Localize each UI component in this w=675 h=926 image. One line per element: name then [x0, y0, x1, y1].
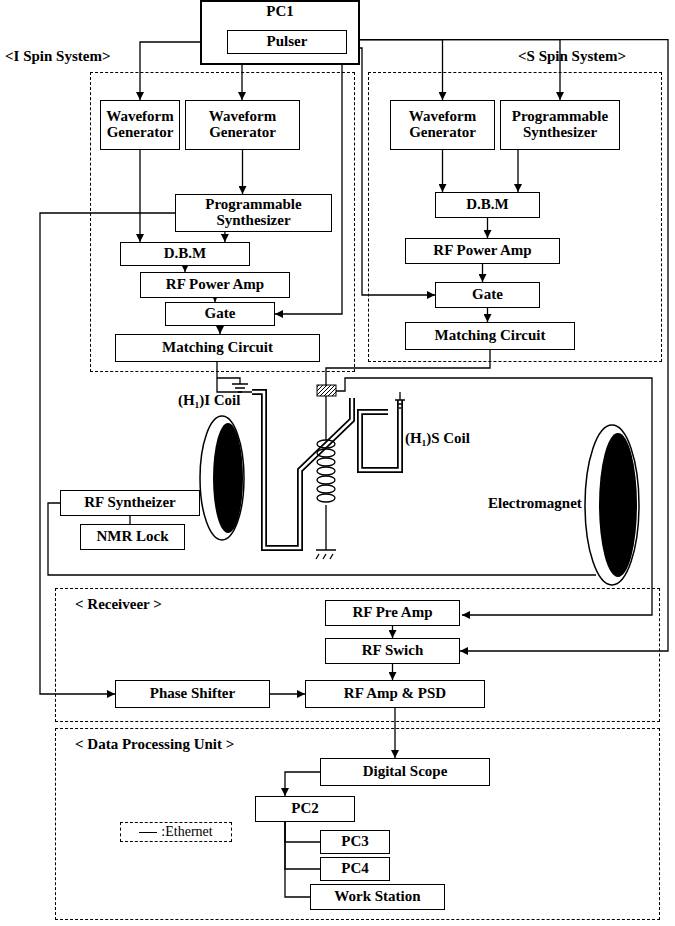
waveform-generator-box: Waveform Generator: [390, 100, 495, 150]
synthesizer-box: Programmable Synthesizer: [175, 194, 332, 232]
receiver-region: < Receiveer > RF Pre Amp RF SwichPhase Shi…: [55, 588, 660, 722]
spin-system-region: <I Spin System>Waveform GeneratorWavefor…: [90, 72, 355, 372]
signal-connector: [285, 772, 320, 796]
signal-wire: [336, 378, 652, 615]
region-heading: < Data Processing Unit >: [75, 736, 234, 753]
ground-symbol: [232, 384, 248, 392]
signal-connector: [242, 150, 243, 194]
signal-connector: [517, 150, 518, 192]
box-label: D.B.M: [164, 246, 207, 262]
scope-box: Digital Scope: [320, 758, 490, 786]
preamp-box: RF Pre Amp: [325, 600, 460, 626]
signal-connector: [392, 626, 393, 638]
box-label: PC3: [341, 834, 369, 850]
gate-box: Gate: [435, 282, 540, 308]
box-label: RF Syntheizer: [84, 495, 176, 511]
signal-connector: [442, 150, 443, 192]
box-label: PC2: [291, 801, 319, 817]
box-label: Waveform Generator: [394, 109, 491, 141]
mixer-box: D.B.M: [120, 242, 250, 266]
gate-box: Gate: [165, 302, 275, 326]
wire: [217, 378, 240, 384]
box-label: Phase Shifter: [150, 686, 235, 702]
box-label: Digital Scope: [363, 764, 448, 780]
coils: [200, 385, 639, 585]
signal-connector: [219, 326, 220, 334]
wire: [217, 362, 252, 392]
signal-connector: [285, 822, 320, 869]
box-label: Matching Circuit: [435, 328, 546, 344]
signal-connector: [347, 40, 443, 100]
matching-box: Matching Circuit: [405, 322, 575, 350]
box-label: Programmable Synthesizer: [179, 197, 328, 229]
signal-connector: [285, 822, 320, 842]
signal-connector: [487, 308, 488, 322]
region-heading: <I Spin System>: [5, 48, 110, 65]
signal-connector: [487, 218, 488, 238]
box-label: NMR Lock: [96, 529, 168, 545]
wire: [326, 350, 490, 386]
lock-box: NMR Lock: [80, 524, 185, 550]
box-label: Gate: [205, 306, 236, 322]
box-label: Waveform Generator: [189, 109, 296, 141]
synthesizer-box: RF Syntheizer: [60, 490, 200, 516]
box-label: Programmable Synthesizer: [504, 109, 616, 141]
part-label: Electromagnet: [488, 495, 582, 512]
waveform-generator-box: Waveform Generator: [100, 100, 180, 150]
signal-connector: [285, 822, 310, 897]
waveform-generator-box: Waveform Generator: [185, 100, 300, 150]
computer-box: PC3: [320, 830, 390, 854]
box-label: RF Swich: [362, 643, 424, 659]
region-heading: PC1: [202, 3, 358, 20]
computer-box: PC1Pulser: [200, 0, 360, 65]
box-label: Pulser: [267, 34, 308, 50]
box-label: RF Pre Amp: [353, 605, 433, 621]
box-label: RF Power Amp: [166, 277, 264, 293]
computer-box: PC2: [255, 796, 355, 822]
signal-connector: [270, 693, 305, 694]
box-label: Matching Circuit: [162, 340, 273, 356]
box-label: RF Amp & PSD: [344, 686, 446, 702]
switch-box: RF Swich: [325, 638, 460, 664]
box-label: Waveform Generator: [104, 109, 176, 141]
workstation-box: Work Station: [310, 884, 445, 910]
box-label: Work Station: [334, 889, 420, 905]
box-label: PC4: [341, 861, 369, 877]
region-heading: <S Spin System>: [518, 48, 626, 65]
signal-connector: [392, 664, 393, 680]
computer-box: PC4: [320, 857, 390, 881]
legend-box: :Ethernet: [120, 822, 232, 842]
box-label: D.B.M: [466, 197, 509, 213]
region-heading: < Receiveer >: [75, 596, 162, 613]
mixer-box: D.B.M: [435, 192, 540, 218]
signal-connector: [139, 150, 140, 242]
phase-shifter-box: Phase Shifter: [115, 680, 270, 708]
amplifier-box: RF Power Amp: [140, 272, 290, 298]
synthesizer-box: Programmable Synthesizer: [500, 100, 620, 150]
signal-connector: [129, 516, 130, 524]
box-label: RF Power Amp: [433, 243, 531, 259]
data-unit-region: < Data Processing Unit > Digital ScopePC2…: [55, 728, 660, 920]
signal-connector: [482, 264, 483, 282]
signal-connector: [347, 40, 668, 651]
amplifier-box: RF Power Amp: [405, 238, 560, 264]
wires: [48, 350, 652, 615]
pulser-box: Pulser: [227, 30, 347, 54]
matching-box: Matching Circuit: [115, 334, 320, 362]
part-label: (H₁)I Coil: [178, 392, 240, 409]
box-label: Gate: [472, 287, 503, 303]
signal-connector: [394, 708, 395, 758]
part-label: (H₁)S Coil: [405, 430, 470, 447]
legend-line: [139, 832, 157, 833]
amplifier-box: RF Amp & PSD: [305, 680, 485, 708]
legend-text: :Ethernet: [161, 824, 212, 840]
signal-connector: [224, 232, 225, 242]
spin-system-region: <S Spin System>Waveform GeneratorProgram…: [368, 72, 662, 362]
